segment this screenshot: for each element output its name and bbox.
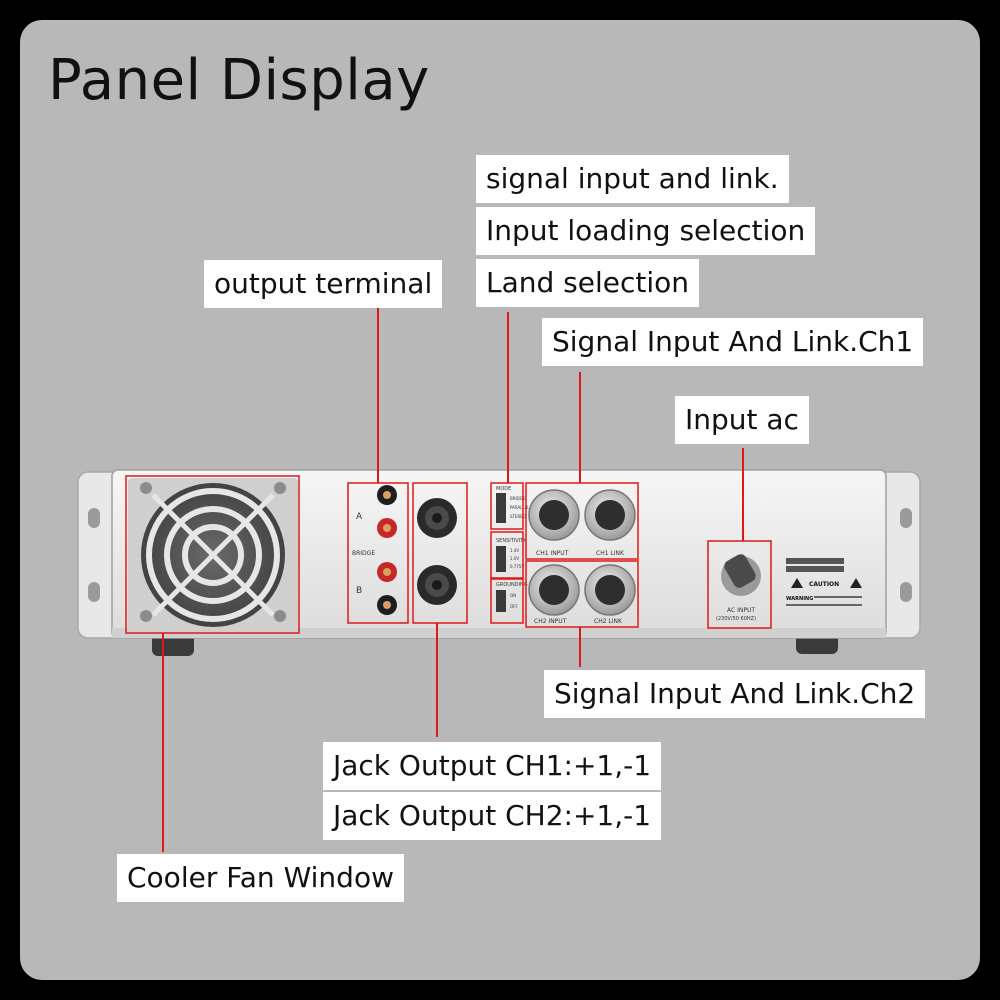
sensitivity-switch [496, 546, 506, 572]
grounding-option-1: ON [510, 593, 516, 598]
page-title: Panel Display [48, 48, 430, 113]
foot-right [796, 634, 838, 654]
ac-spec-label: (230V/50 60HZ) [716, 616, 756, 622]
rack-slot-br [900, 582, 912, 602]
ch2-link-label: CH2 LINK [594, 618, 623, 625]
label-jack-output-ch1: Jack Output CH1:+1,-1 [323, 742, 662, 790]
sensitivity-option-2: 1.0V [510, 556, 519, 561]
warning-text-line-1 [814, 596, 862, 598]
caution-label: CAUTION [809, 581, 839, 588]
grounding-switch [496, 590, 506, 612]
label-output-terminal: output terminal [204, 260, 443, 308]
spec-strip-1 [786, 558, 844, 564]
mode-label: MODE [496, 486, 511, 492]
warning-text-line-2 [786, 604, 862, 606]
speakon-ch2-hole [432, 580, 442, 590]
mode-option-1: BRIDGE [510, 496, 526, 501]
speakon-ch1-hole [432, 513, 442, 523]
mode-switch [496, 493, 506, 523]
chassis-bottom-lip [112, 628, 886, 638]
fan-screw-tr [274, 482, 286, 494]
caution-plate: CAUTION WARNING [786, 558, 862, 606]
fan-screw-br [274, 610, 286, 622]
xlr-ch2-link-face [595, 575, 625, 605]
label-signal-ch2: Signal Input And Link.Ch2 [544, 670, 926, 718]
xlr-ch1-input-face [539, 500, 569, 530]
mode-option-2: PARALLEL [510, 505, 530, 510]
mode-option-3: STEREO [510, 514, 526, 519]
label-input-ac: Input ac [675, 396, 809, 444]
label-input-loading-selection: Input loading selection [476, 207, 816, 255]
binding-post-1-core [383, 491, 391, 499]
sensitivity-option-3: 0.775V [510, 564, 524, 569]
binding-post-4-core [383, 601, 391, 609]
ch2-input-label: CH2 INPUT [534, 618, 567, 625]
grounding-option-2: OFF [510, 604, 518, 609]
cooling-fan [128, 478, 298, 632]
label-jack-output-ch2: Jack Output CH2:+1,-1 [323, 792, 662, 840]
ch1-input-label: CH1 INPUT [536, 550, 569, 557]
label-ch-a: A [356, 512, 363, 522]
rack-slot-tl [88, 508, 100, 528]
label-signal-input-link: signal input and link. [476, 155, 789, 203]
spec-strip-2 [786, 566, 844, 572]
warning-triangle-right [850, 578, 862, 588]
sensitivity-option-1: 1.4V [510, 548, 519, 553]
warning-triangle-left [791, 578, 803, 588]
label-cooler-fan-window: Cooler Fan Window [117, 854, 404, 902]
fan-screw-tl [140, 482, 152, 494]
warning-label: WARNING [786, 596, 813, 602]
fan-screw-bl [140, 610, 152, 622]
ac-input-label: AC INPUT [727, 607, 755, 614]
label-land-selection: Land selection [476, 259, 700, 307]
binding-post-3-core [383, 568, 391, 576]
xlr-ch2-input-face [539, 575, 569, 605]
rack-slot-tr [900, 508, 912, 528]
label-bridge: BRIDGE [352, 550, 375, 557]
binding-post-2-core [383, 524, 391, 532]
sensitivity-label: SENSITIVITY [496, 538, 527, 544]
rack-slot-bl [88, 582, 100, 602]
label-signal-ch1: Signal Input And Link.Ch1 [542, 318, 924, 366]
label-ch-b: B [356, 586, 362, 596]
grounding-label: GROUNDING [496, 582, 528, 588]
xlr-ch1-link-face [595, 500, 625, 530]
ch1-link-label: CH1 LINK [596, 550, 625, 557]
